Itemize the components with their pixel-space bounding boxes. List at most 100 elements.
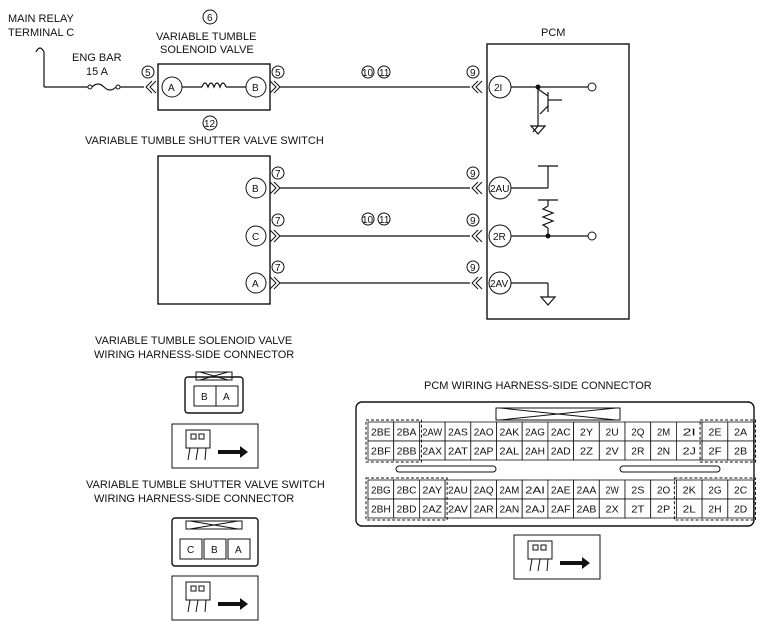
coil-icon — [201, 82, 227, 89]
ref-circle-5b — [271, 65, 285, 79]
switch-connector-title-2: WIRING HARNESS-SIDE CONNECTOR — [94, 493, 294, 505]
ref-9b: 9 — [470, 169, 476, 180]
switch-pin-b-circle — [245, 177, 267, 199]
ground-icon — [539, 296, 557, 306]
connector-mark-icon — [471, 181, 483, 195]
pcm-group-outline-left-top — [365, 419, 422, 463]
ref-circle-11b — [377, 212, 391, 226]
pcm-connector-pin-label: 2AL — [499, 446, 519, 458]
pcm-connector-pin-label: 2L — [683, 504, 696, 516]
switch-pin-c-circle — [245, 225, 267, 247]
ref-circle-10a — [361, 65, 375, 79]
pcm-connector-pin-label: 2I — [683, 427, 696, 439]
pcm-connector-title: PCM WIRING HARNESS-SIDE CONNECTOR — [424, 380, 652, 392]
switch-connector-cell — [203, 538, 227, 560]
pcm-connector-pin-label: 2AK — [499, 427, 519, 439]
pcm-connector-pin-label: 2A — [734, 427, 747, 439]
switch-connector-latch — [185, 520, 243, 530]
pcm-pin-2r: 2R — [493, 232, 506, 243]
switch-connector-pin-2: A — [235, 545, 242, 556]
pcm-group-outline-left-bottom — [365, 477, 448, 521]
pcm-connector-pin-label: 2R — [631, 446, 645, 458]
pcm-connector-pin-label: 2AP — [474, 446, 494, 458]
main-relay-label: MAIN RELAY — [8, 13, 74, 25]
pcm-connector-pin-label: 2Q — [631, 427, 644, 439]
connector-mark-icon — [471, 276, 483, 290]
pcm-connector-pin-label: 2D — [734, 504, 748, 516]
connector-mark-icon — [269, 80, 281, 94]
pcm-connector-pin-label: 2E — [708, 427, 721, 439]
main-relay-terminal-label: TERMINAL C — [8, 27, 74, 39]
ref-5b: 5 — [275, 68, 281, 79]
pcm-connector-cell — [727, 440, 754, 461]
pcm-connector-pin-label: 2AA — [577, 485, 597, 497]
pcm-connector-pin-label: 2T — [631, 504, 645, 516]
pcm-connector-pin-label: 2V — [606, 446, 619, 458]
pcm-pin-2au: 2AU — [490, 184, 509, 195]
latch-cross-icon — [189, 520, 239, 530]
pcm-connector-pin-label: 2BC — [397, 485, 417, 497]
ref-circle-7a — [271, 166, 285, 180]
solenoid-connector-pin-0: B — [201, 392, 208, 403]
ref-circle-12 — [202, 115, 218, 131]
pcm-connector-pin-label: 2M — [657, 427, 670, 439]
ref-5a: 5 — [145, 68, 151, 79]
ref-6: 6 — [207, 13, 213, 24]
ground-line — [532, 125, 539, 133]
pcm-group-outline-right-bottom — [673, 477, 757, 521]
pcm-connector-pin-label: 2P — [657, 504, 670, 516]
pcm-connector-pin-label: 2Y — [580, 427, 593, 439]
ref-7b: 7 — [275, 216, 281, 227]
pcm-connector-pin-label: 2AS — [448, 427, 468, 439]
pcm-connector-pin-label: 2AZ — [422, 504, 442, 516]
pcm-connector-pin-label: 2AE — [551, 485, 571, 497]
switch-title: VARIABLE TUMBLE SHUTTER VALVE SWITCH — [85, 135, 324, 147]
ref-circle-11a — [377, 65, 391, 79]
switch-pin-a: A — [252, 279, 259, 290]
connector-mark-icon — [145, 80, 157, 94]
solenoid-title-1: VARIABLE TUMBLE — [156, 31, 256, 43]
ref-12: 12 — [204, 119, 216, 130]
ref-11b: 11 — [379, 215, 390, 226]
connector-mark-icon — [471, 229, 483, 243]
connector-mark-icon — [269, 229, 281, 243]
pcm-connector-pin-label: 2BA — [397, 427, 417, 439]
pcm-open-terminal-2r — [587, 231, 597, 241]
pcm-connector-pin-label: 2U — [606, 427, 619, 439]
pcm-connector-pin-label: 2AM — [499, 485, 519, 497]
pcm-connector-pin-label: 2AI — [525, 485, 545, 497]
pcm-open-terminal-2i — [587, 82, 597, 92]
pcm-connector-cell — [727, 498, 754, 519]
pcm-connector-pin-label: 2W — [606, 485, 619, 497]
pcm-connector-pin-label: 2AV — [448, 504, 468, 516]
connector-plug-icon — [185, 581, 248, 613]
pcm-connector-pin-label: 2H — [708, 504, 721, 516]
fuse-terminal-right — [115, 84, 121, 90]
switch-connector-title-1: VARIABLE TUMBLE SHUTTER VALVE SWITCH — [86, 479, 325, 491]
transistor-emitter-icon — [539, 105, 549, 115]
solenoid-connector-pin-1: A — [223, 392, 230, 403]
pcm-connector-pin-label: 2AQ — [474, 485, 494, 497]
pcm-connector-pin-label: 2O — [657, 485, 670, 497]
pcm-connector-pin-label: 2Z — [580, 446, 594, 458]
solenoid-connector-title-2: WIRING HARNESS-SIDE CONNECTOR — [94, 349, 294, 361]
switch-plug-view-frame — [171, 575, 259, 621]
pcm-connector-pin-label: 2X — [606, 504, 619, 516]
pcm-connector-pin-label: 2AT — [448, 446, 468, 458]
pcm-connector-pin-label: 2BG — [371, 485, 391, 497]
switch-connector-pin-1: B — [211, 545, 218, 556]
solenoid-connector-latch — [195, 371, 233, 381]
connector-mark-icon — [471, 80, 483, 94]
solenoid-pin-a: A — [168, 83, 175, 94]
pcm-connector-pin-label: 2AN — [499, 504, 519, 516]
ref-circle-7c — [271, 260, 285, 274]
pcm-connector-pin-label: 2BB — [397, 446, 417, 458]
pcm-connector-pin-label: 2B — [734, 446, 747, 458]
latch-cross-icon — [499, 407, 617, 421]
ref-10b: 10 — [362, 215, 374, 226]
pcm-connector-pin-label: 2AW — [422, 427, 442, 439]
pcm-connector-pin-label: 2F — [708, 446, 721, 458]
